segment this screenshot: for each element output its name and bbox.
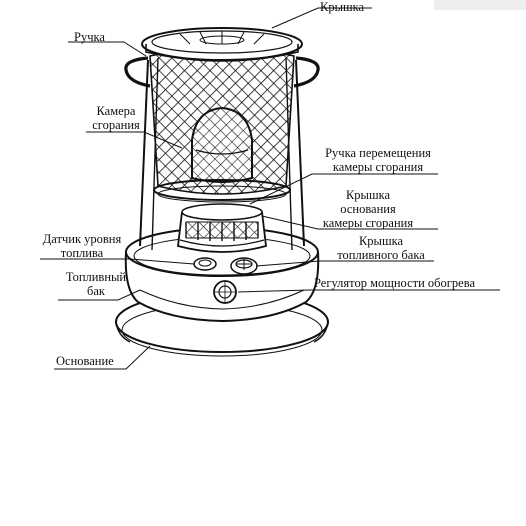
label-handle: Ручка [74,30,105,44]
label-fuel-level-sensor-line-2: топлива [60,246,104,260]
fuel-level-sensor [193,257,217,271]
label-fuel-tank: Топливный бак [58,270,134,298]
top-lid [141,27,303,62]
label-chamber-base-lid-line-3: камеры сгорания [322,216,414,230]
leader-lines [40,7,500,370]
label-chamber-move-handle-line-2: камеры сгорания [332,160,424,174]
heat-regulator-knob [213,280,237,304]
label-chamber-move-handle-line-1: Ручка перемещения [325,146,431,160]
label-fuel-tank-lid: Крышка топливного бака [326,234,436,262]
label-fuel-level-sensor: Датчик уровня топлива [34,232,130,260]
label-heat-regulator: Регулятор мощности обогрева [314,276,476,290]
label-chamber-base-lid-line-2: основания [340,202,396,216]
fuel-tank-lid [230,257,258,275]
label-combustion-chamber-line-2: сгорания [92,118,140,132]
chamber-base [177,203,267,253]
label-fuel-tank-lid-line-1: Крышка [358,234,404,248]
label-fuel-level-sensor-line-1: Датчик уровня [42,232,122,246]
fuel-tank [124,227,320,323]
label-lid: Крышка [320,0,365,14]
label-chamber-base-lid-line-1: Крышка [345,188,391,202]
label-fuel-tank-lid-line-2: топливного бака [337,248,425,262]
carry-handle-left [124,56,151,88]
label-chamber-move-handle: Ручка перемещения камеры сгорания [314,146,442,174]
label-combustion-chamber-line-1: Камера [96,104,136,118]
top-right-corner-shade [434,0,526,10]
label-base: Основание [56,354,114,368]
carry-handle-right [293,56,320,88]
label-chamber-base-lid: Крышка основания камеры сгорания [314,188,422,230]
label-fuel-tank-line-2: бак [87,284,105,298]
label-fuel-tank-line-1: Топливный [65,270,127,284]
combustion-chamber-cage [139,47,305,251]
label-combustion-chamber: Камера сгорания [86,104,146,132]
